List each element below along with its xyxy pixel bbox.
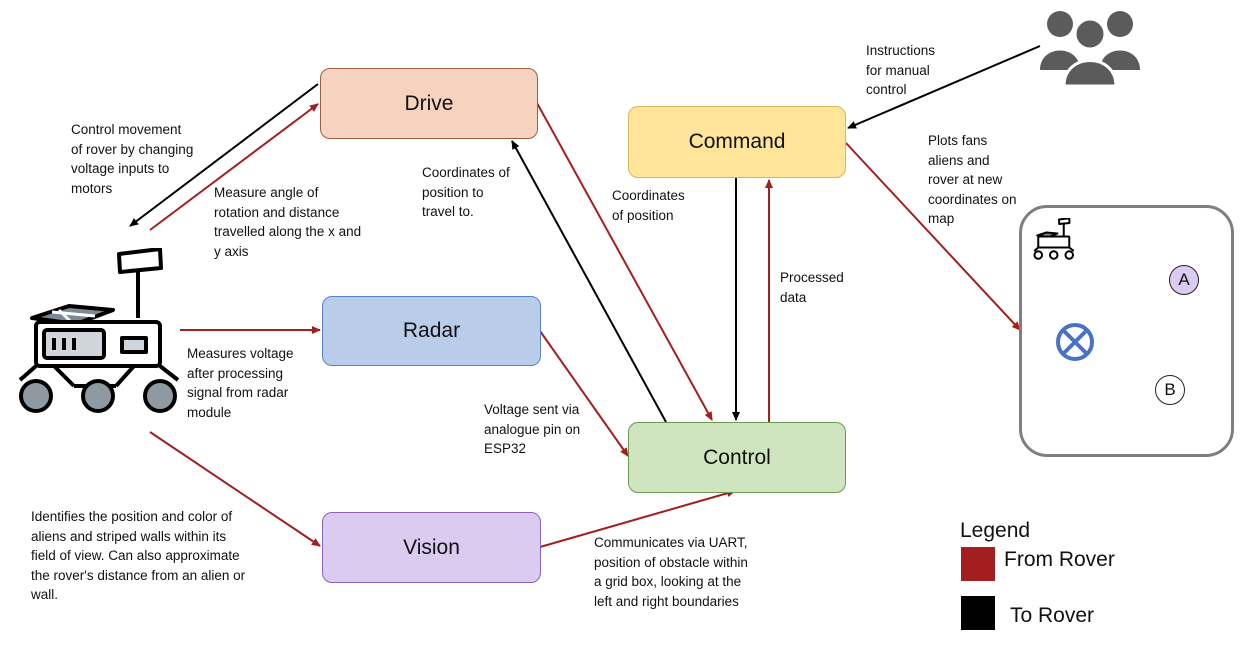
arrow-drive-to-control (536, 102, 713, 421)
alien-b-marker: B (1155, 375, 1185, 405)
drive-box: Drive (320, 68, 538, 139)
annotation-identifies: Identifies the position and color of ali… (31, 509, 246, 602)
alien-b-label: B (1164, 380, 1176, 399)
annotation-instructions: Instructions for manual control (866, 43, 936, 97)
legend-title: Legend (960, 519, 1031, 542)
map-rover-icon (1033, 218, 1075, 260)
users-icon (1040, 11, 1140, 86)
obstacle-x-icon (1056, 323, 1094, 361)
annotation-control-movement: Control movement of rover by changing vo… (71, 122, 194, 196)
arrow-rover-to-vision (149, 431, 321, 547)
control-box: Control (628, 422, 846, 493)
arrow-vision-to-control (539, 489, 736, 548)
annotation-communicates: Communicates via UART, position of obsta… (594, 535, 748, 609)
arrow-command-to-map (845, 142, 1021, 331)
rover-icon (18, 248, 180, 413)
command-box: Command (628, 106, 846, 178)
arena-map: A B (1019, 205, 1234, 457)
legend-label-from-rover: From Rover (1004, 548, 1115, 571)
legend-swatch-to-rover (961, 596, 995, 630)
radar-box: Radar (322, 296, 541, 366)
radar-label: Radar (402, 319, 461, 342)
vision-label: Vision (403, 535, 460, 559)
annotation-coordinates-position: Coordinates of position (612, 188, 685, 223)
arrow-drive-to-rover (129, 83, 319, 227)
command-label: Command (688, 130, 786, 153)
legend-label-to-rover: To Rover (1010, 604, 1095, 627)
annotation-measures-voltage: Measures voltage after processing signal… (187, 346, 294, 420)
vision-box: Vision (322, 512, 541, 583)
alien-a-marker: A (1169, 265, 1199, 295)
annotation-measure-angle: Measure angle of rotation and distance t… (214, 185, 362, 259)
arrow-radar-to-control (539, 330, 629, 457)
legend-swatch-from-rover (961, 547, 995, 581)
alien-a-label: A (1178, 270, 1190, 289)
arrow-users-to-command (847, 45, 1041, 129)
annotation-voltage-sent: Voltage sent via analogue pin on ESP32 (484, 402, 581, 456)
annotation-processed: Processed data (780, 270, 844, 305)
drive-label: Drive (404, 91, 454, 115)
arrow-rover-to-drive (149, 103, 319, 231)
arrow-control-to-drive (511, 140, 667, 423)
annotation-plots: Plots fans aliens and rover at new coord… (928, 133, 1017, 226)
annotation-coordinates-travel: Coordinates of position to travel to. (422, 165, 510, 219)
control-label: Control (703, 445, 771, 469)
